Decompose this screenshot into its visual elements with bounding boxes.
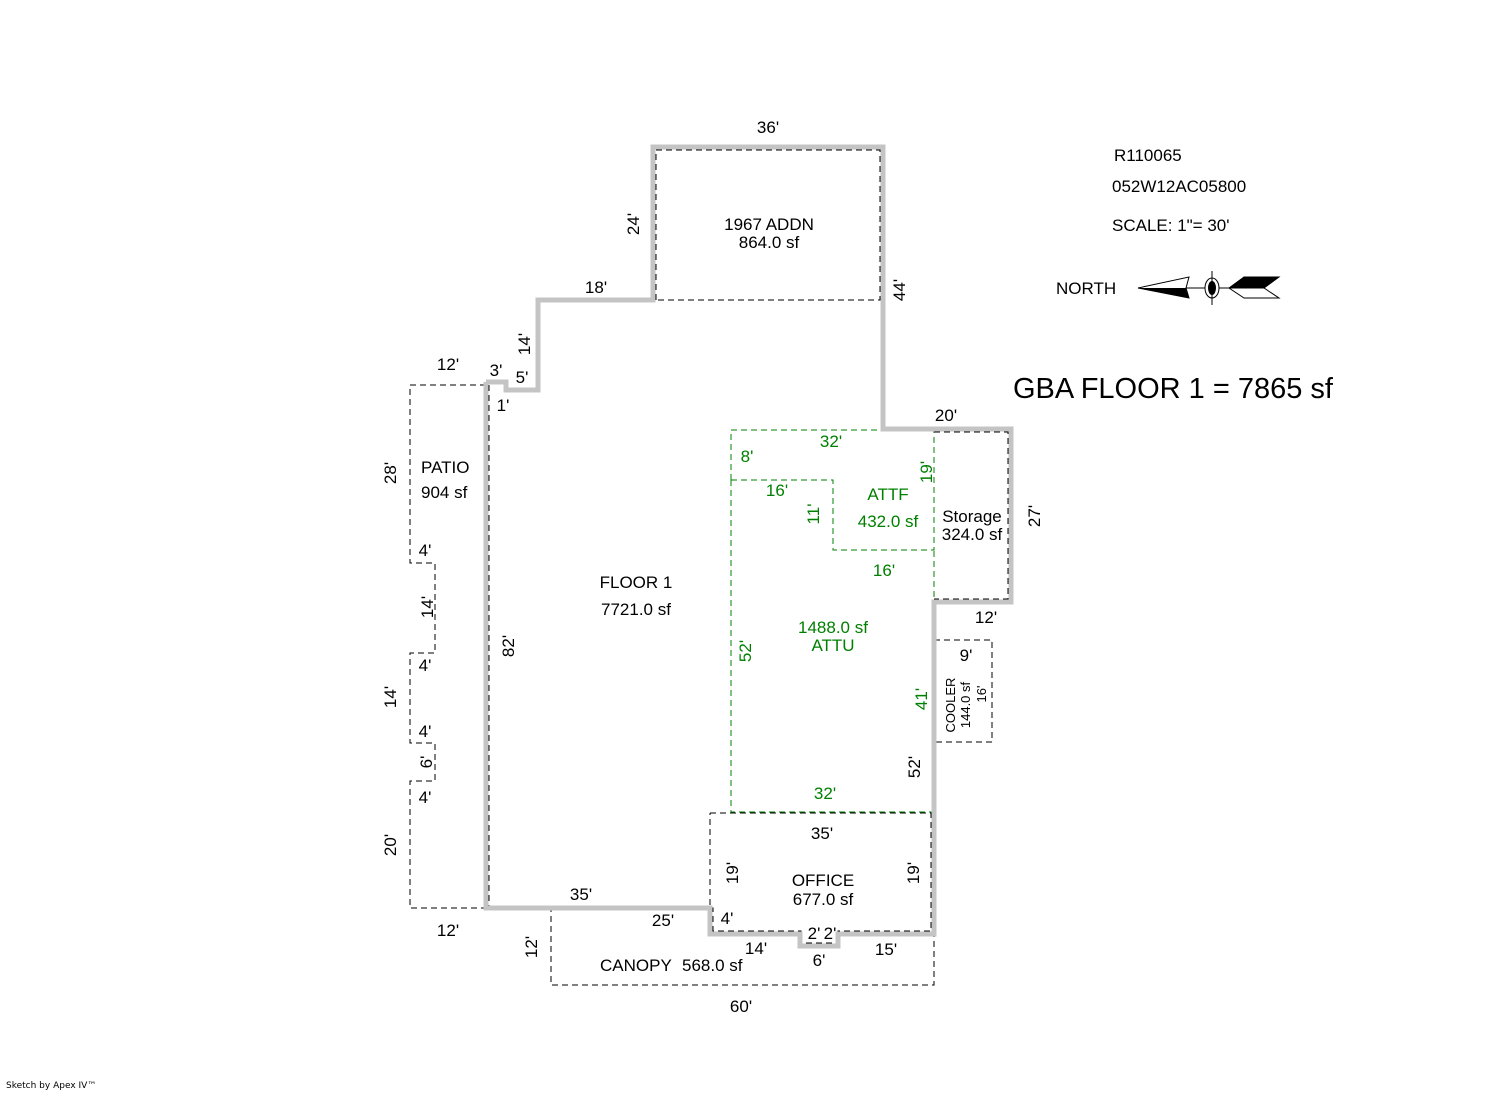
addn-name: 1967 ADDN: [724, 215, 814, 234]
dim-attu-bottom: 32': [814, 784, 836, 803]
map-number: 052W12AC05800: [1112, 177, 1246, 196]
dim-office-6: 6': [813, 951, 826, 970]
dim-office-4: 4': [721, 909, 734, 928]
dim-step-18: 18': [585, 278, 607, 297]
attu-area: 1488.0 sf: [798, 618, 868, 637]
dim-attf-8: 8': [741, 447, 754, 466]
dim-cooler-16: 16': [974, 686, 989, 703]
dim-patio-4a: 4': [419, 541, 432, 560]
dim-east-52: 52': [905, 756, 924, 778]
dim-addn-right: 44': [890, 279, 909, 301]
dim-office-15: 15': [875, 940, 897, 959]
patio-name: PATIO: [421, 458, 470, 477]
storage-name: Storage: [942, 507, 1002, 526]
cooler-name: COOLER: [943, 678, 958, 733]
dim-patio-4c: 4': [419, 722, 432, 741]
dim-office-2a: 2': [808, 924, 821, 943]
dim-attu-41: 41': [912, 688, 931, 710]
dim-patio-4d: 4': [419, 788, 432, 807]
dim-office-2b: 2': [824, 924, 837, 943]
patio-area-boundary: [409, 384, 486, 909]
dim-storage-bottom: 12': [975, 608, 997, 627]
dim-patio-top: 12': [437, 355, 459, 374]
dim-office-right: 19': [904, 862, 923, 884]
dim-step-14: 14': [515, 333, 534, 355]
office-area: 677.0 sf: [793, 890, 854, 909]
dim-canopy-60: 60': [730, 997, 752, 1016]
dim-canopy-25: 25': [652, 911, 674, 930]
north-label: NORTH: [1056, 279, 1116, 298]
dim-patio-14b: 14': [381, 686, 400, 708]
dim-patio-28: 28': [381, 462, 400, 484]
attf-area: 432.0 sf: [858, 512, 919, 531]
scale-label: SCALE: 1"= 30': [1112, 216, 1230, 235]
gba-summary: GBA FLOOR 1 = 7865 sf: [1013, 373, 1334, 405]
dim-addn-left: 24': [624, 213, 643, 235]
dim-step-5: 5': [516, 368, 529, 387]
addn-area-boundary: [655, 149, 881, 301]
dim-patio-6: 6': [417, 756, 436, 769]
canopy-name: CANOPY: [600, 956, 672, 975]
dim-floor-bottom: 35': [570, 885, 592, 904]
dim-canopy-12: 12': [522, 936, 541, 958]
dim-patio-20: 20': [381, 834, 400, 856]
addn-area: 864.0 sf: [739, 233, 800, 252]
dim-storage-right: 27': [1025, 505, 1044, 527]
canopy-area-boundary: [550, 907, 935, 986]
dim-attf-16b: 16': [873, 561, 895, 580]
patio-area: 904 sf: [421, 483, 468, 502]
dim-office-14: 14': [745, 939, 767, 958]
dim-step-1: 1': [497, 396, 510, 415]
dim-floor-left: 82': [499, 635, 518, 657]
floor1-area-boundary: [488, 385, 549, 907]
dim-attf-16a: 16': [766, 481, 788, 500]
dim-addn-top: 36': [757, 118, 779, 137]
dim-attf-11: 11': [804, 504, 823, 525]
floor1-name: FLOOR 1: [600, 573, 673, 592]
attf-area-boundary: [730, 429, 935, 551]
dim-office-top: 35': [811, 824, 833, 843]
dim-step-3: 3': [490, 361, 503, 380]
footer-credit: Sketch by Apex IV™: [6, 1081, 97, 1091]
attf-name: ATTF: [867, 485, 908, 504]
dim-storage-top: 20': [935, 406, 957, 425]
north-arrow-icon: [1137, 271, 1281, 305]
storage-area: 324.0 sf: [942, 525, 1003, 544]
dim-patio-4b: 4': [419, 656, 432, 675]
dim-attf-19: 19': [917, 461, 936, 483]
canopy-area: 568.0 sf: [682, 956, 743, 975]
building-outline: [483, 144, 1014, 949]
dim-patio-14a: 14': [418, 596, 437, 618]
dim-patio-bottom: 12': [437, 921, 459, 940]
floor1-area: 7721.0 sf: [601, 600, 671, 619]
cooler-area: 144.0 sf: [958, 681, 973, 728]
dim-attf-top: 32': [820, 432, 842, 451]
office-name: OFFICE: [792, 871, 854, 890]
parcel-id: R110065: [1114, 146, 1182, 165]
dim-cooler-9: 9': [960, 646, 973, 665]
dim-office-left: 19': [723, 862, 742, 884]
dim-attu-left: 52': [736, 640, 755, 662]
attu-name: ATTU: [811, 636, 854, 655]
